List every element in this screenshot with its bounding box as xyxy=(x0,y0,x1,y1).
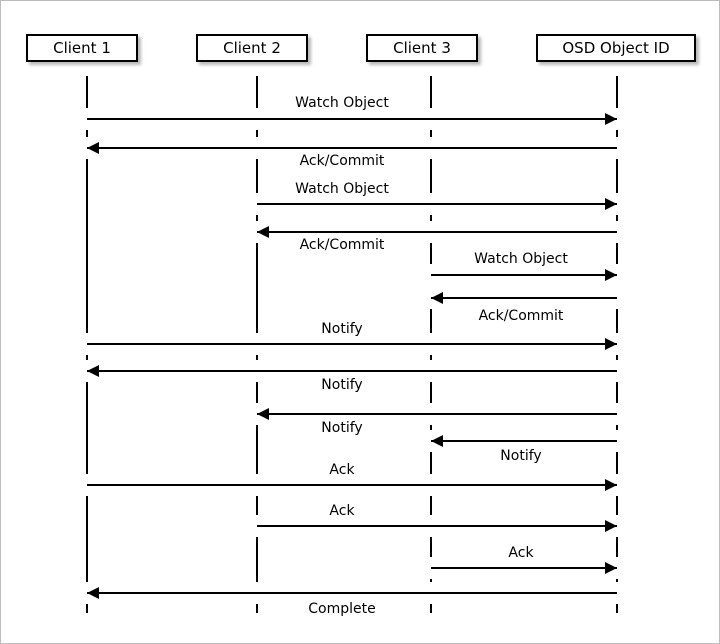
lifeline-osd xyxy=(616,537,618,557)
lifeline-client2 xyxy=(256,159,258,193)
lifeline-client3 xyxy=(430,159,432,193)
lifeline-client3 xyxy=(430,537,432,557)
lifeline-client1 xyxy=(86,496,88,582)
actor-box-client2[interactable]: Client 2 xyxy=(196,34,308,62)
lifeline-client2 xyxy=(256,76,258,108)
lifeline-client2 xyxy=(256,243,258,333)
message-line xyxy=(431,274,617,276)
lifeline-client3 xyxy=(430,355,432,360)
arrow-head-left-icon xyxy=(431,292,443,304)
lifeline-client1 xyxy=(86,76,88,108)
message-label: Notify xyxy=(500,448,542,464)
arrow-head-left-icon xyxy=(257,226,269,238)
message-label: Ack xyxy=(508,545,534,561)
lifeline-client3 xyxy=(430,425,432,430)
actor-box-osd[interactable]: OSD Object ID xyxy=(536,34,696,62)
message-line xyxy=(87,370,617,372)
arrow-head-left-icon xyxy=(87,365,99,377)
lifeline-client2 xyxy=(256,382,258,403)
actor-box-client3[interactable]: Client 3 xyxy=(366,34,478,62)
message-label: Ack xyxy=(329,503,355,519)
message-label: Watch Object xyxy=(474,251,568,267)
arrow-head-right-icon xyxy=(605,520,617,532)
actor-label: OSD Object ID xyxy=(562,38,670,57)
message-label: Ack/Commit xyxy=(299,153,385,169)
lifeline-client1 xyxy=(86,159,88,333)
lifeline-osd xyxy=(616,496,618,515)
arrow-head-right-icon xyxy=(605,198,617,210)
actor-label: Client 2 xyxy=(223,38,281,57)
lifeline-client2 xyxy=(256,604,258,613)
lifeline-osd xyxy=(616,309,618,333)
message-line xyxy=(257,525,617,527)
lifeline-client3 xyxy=(430,382,432,403)
message-label: Notify xyxy=(321,321,363,337)
lifeline-client2 xyxy=(256,130,258,137)
lifeline-osd xyxy=(616,382,618,403)
lifeline-osd xyxy=(616,215,618,221)
lifeline-client2 xyxy=(256,537,258,582)
lifeline-client1 xyxy=(86,130,88,137)
message-line xyxy=(257,413,617,415)
lifeline-client2 xyxy=(256,215,258,221)
message-line xyxy=(431,297,617,299)
actor-label: Client 1 xyxy=(53,38,111,57)
arrow-head-right-icon xyxy=(605,113,617,125)
arrow-head-left-icon xyxy=(431,435,443,447)
lifeline-osd xyxy=(616,425,618,430)
arrow-head-right-icon xyxy=(605,479,617,491)
lifeline-osd xyxy=(616,579,618,582)
lifeline-client3 xyxy=(430,215,432,221)
lifeline-osd xyxy=(616,452,618,474)
actor-box-client1[interactable]: Client 1 xyxy=(26,34,138,62)
lifeline-client3 xyxy=(430,452,432,474)
message-line xyxy=(87,147,617,149)
lifeline-client3 xyxy=(430,604,432,613)
message-line xyxy=(257,231,617,233)
arrow-head-right-icon xyxy=(605,562,617,574)
lifeline-osd xyxy=(616,243,618,264)
message-label: Ack/Commit xyxy=(478,308,564,324)
message-line xyxy=(87,484,617,486)
message-label: Notify xyxy=(321,377,363,393)
lifeline-client3 xyxy=(430,243,432,264)
lifeline-client1 xyxy=(86,382,88,474)
message-label: Ack xyxy=(329,462,355,478)
arrow-head-right-icon xyxy=(605,269,617,281)
message-line xyxy=(87,118,617,120)
message-line xyxy=(87,343,617,345)
message-label: Ack/Commit xyxy=(299,237,385,253)
message-label: Watch Object xyxy=(295,95,389,111)
message-line xyxy=(431,567,617,569)
lifeline-client3 xyxy=(430,130,432,137)
arrow-head-left-icon xyxy=(87,142,99,154)
message-line xyxy=(87,592,617,594)
lifeline-client3 xyxy=(430,76,432,108)
lifeline-client3 xyxy=(430,579,432,582)
lifeline-client3 xyxy=(430,496,432,515)
lifeline-osd xyxy=(616,355,618,360)
lifeline-osd xyxy=(616,130,618,137)
lifeline-osd xyxy=(616,159,618,193)
message-label: Complete xyxy=(308,601,376,617)
message-line xyxy=(431,440,617,442)
lifeline-client1 xyxy=(86,604,88,613)
message-label: Notify xyxy=(321,420,363,436)
message-line xyxy=(257,203,617,205)
lifeline-client2 xyxy=(256,496,258,515)
lifeline-client3 xyxy=(430,309,432,333)
lifeline-client1 xyxy=(86,355,88,360)
arrow-head-right-icon xyxy=(605,338,617,350)
arrow-head-left-icon xyxy=(257,408,269,420)
lifeline-osd xyxy=(616,76,618,108)
arrow-head-left-icon xyxy=(87,587,99,599)
lifeline-client2 xyxy=(256,425,258,474)
message-label: Watch Object xyxy=(295,181,389,197)
actor-label: Client 3 xyxy=(393,38,451,57)
lifeline-osd xyxy=(616,604,618,613)
lifeline-client2 xyxy=(256,355,258,360)
